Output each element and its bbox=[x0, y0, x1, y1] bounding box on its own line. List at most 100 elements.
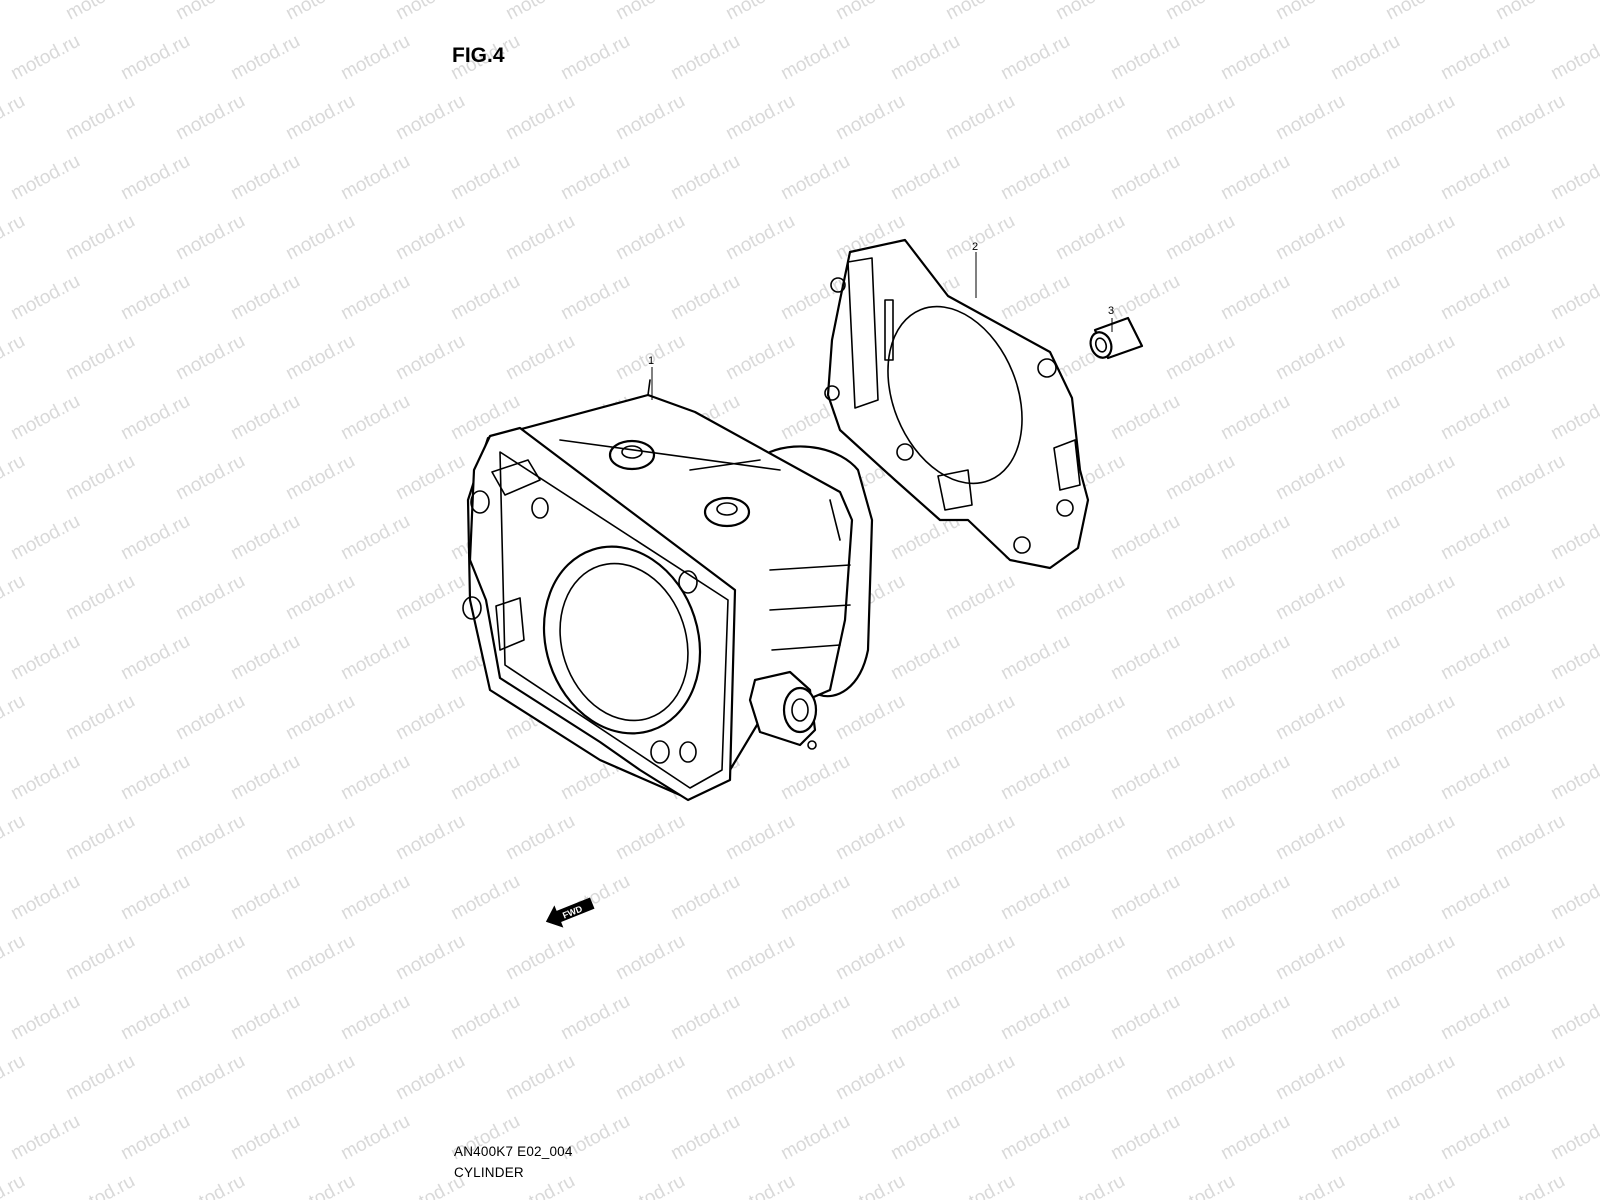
watermark-text: motod.ru bbox=[62, 1171, 138, 1200]
watermark-text: motod.ru bbox=[557, 151, 633, 205]
watermark-text: motod.ru bbox=[62, 1051, 138, 1105]
watermark-text: motod.ru bbox=[1107, 271, 1183, 325]
watermark-text: motod.ru bbox=[392, 451, 468, 505]
watermark-text: motod.ru bbox=[612, 811, 688, 865]
watermark-text: motod.ru bbox=[667, 991, 743, 1045]
watermark-text: motod.ru bbox=[7, 991, 83, 1045]
watermark-text: motod.ru bbox=[117, 871, 193, 925]
watermark-text: motod.ru bbox=[722, 211, 798, 265]
watermark-text: motod.ru bbox=[117, 271, 193, 325]
watermark-text: motod.ru bbox=[1272, 1051, 1348, 1105]
watermark-text: motod.ru bbox=[227, 31, 303, 85]
watermark-text: motod.ru bbox=[7, 871, 83, 925]
gasket-part[interactable] bbox=[824, 238, 1090, 570]
watermark-text: motod.ru bbox=[612, 931, 688, 985]
watermark-text: motod.ru bbox=[392, 331, 468, 385]
watermark-text: motod.ru bbox=[227, 871, 303, 925]
watermark-text: motod.ru bbox=[1272, 931, 1348, 985]
watermark-text: motod.ru bbox=[0, 691, 29, 745]
watermark-text: motod.ru bbox=[172, 211, 248, 265]
watermark-text: motod.ru bbox=[722, 811, 798, 865]
watermark-text: motod.ru bbox=[117, 751, 193, 805]
watermark-text: motod.ru bbox=[502, 811, 578, 865]
watermark-text: motod.ru bbox=[0, 1171, 29, 1200]
watermark-text: motod.ru bbox=[887, 151, 963, 205]
watermark-text: motod.ru bbox=[1547, 751, 1600, 805]
watermark-text: motod.ru bbox=[887, 991, 963, 1045]
watermark-text: motod.ru bbox=[1547, 1111, 1600, 1165]
watermark-text: motod.ru bbox=[282, 0, 358, 24]
watermark-text: motod.ru bbox=[1547, 271, 1600, 325]
watermark-text: motod.ru bbox=[392, 0, 468, 24]
watermark-text: motod.ru bbox=[1327, 991, 1403, 1045]
watermark-text: motod.ru bbox=[1327, 631, 1403, 685]
watermark-text: motod.ru bbox=[227, 391, 303, 445]
watermark-text: motod.ru bbox=[1327, 1111, 1403, 1165]
watermark-text: motod.ru bbox=[1327, 751, 1403, 805]
watermark-text: motod.ru bbox=[1327, 271, 1403, 325]
watermark-text: motod.ru bbox=[1327, 391, 1403, 445]
watermark-text: motod.ru bbox=[62, 571, 138, 625]
watermark-text: motod.ru bbox=[1052, 1171, 1128, 1200]
watermark-text: motod.ru bbox=[172, 1051, 248, 1105]
watermark-text: motod.ru bbox=[1437, 31, 1513, 85]
watermark-text: motod.ru bbox=[667, 31, 743, 85]
watermark-text: motod.ru bbox=[1437, 631, 1513, 685]
callout-1: 1 bbox=[648, 355, 654, 400]
cylinder-part[interactable] bbox=[462, 379, 874, 802]
watermark-text: motod.ru bbox=[1437, 1111, 1513, 1165]
watermark-text: motod.ru bbox=[997, 1111, 1073, 1165]
watermark-text: motod.ru bbox=[1217, 31, 1293, 85]
watermark-text: motod.ru bbox=[1492, 451, 1568, 505]
watermark-text: motod.ru bbox=[0, 0, 29, 24]
watermark-text: motod.ru bbox=[887, 31, 963, 85]
watermark-text: motod.ru bbox=[612, 0, 688, 24]
watermark-text: motod.ru bbox=[832, 91, 908, 145]
watermark-text: motod.ru bbox=[1437, 991, 1513, 1045]
watermark-text: motod.ru bbox=[1547, 991, 1600, 1045]
watermark-text: motod.ru bbox=[1052, 91, 1128, 145]
watermark-text: motod.ru bbox=[502, 1051, 578, 1105]
watermark-text: motod.ru bbox=[832, 811, 908, 865]
callout-3: 3 bbox=[1108, 305, 1114, 332]
watermark-text: motod.ru bbox=[7, 1111, 83, 1165]
watermark-text: motod.ru bbox=[1217, 1111, 1293, 1165]
watermark-text: motod.ru bbox=[282, 91, 358, 145]
watermark-text: motod.ru bbox=[337, 631, 413, 685]
watermark-text: motod.ru bbox=[1107, 631, 1183, 685]
watermark-text: motod.ru bbox=[1437, 391, 1513, 445]
watermark-text: motod.ru bbox=[227, 751, 303, 805]
watermark-text: motod.ru bbox=[557, 991, 633, 1045]
dowel-pin-part[interactable] bbox=[1087, 316, 1144, 361]
watermark-text: motod.ru bbox=[1052, 811, 1128, 865]
watermark-text: motod.ru bbox=[1547, 391, 1600, 445]
watermark-text: motod.ru bbox=[172, 571, 248, 625]
watermark-text: motod.ru bbox=[62, 691, 138, 745]
watermark-text: motod.ru bbox=[722, 91, 798, 145]
watermark-text: motod.ru bbox=[282, 1051, 358, 1105]
watermark-text: motod.ru bbox=[1272, 691, 1348, 745]
watermark-text: motod.ru bbox=[1327, 31, 1403, 85]
callout-1-label: 1 bbox=[648, 355, 654, 367]
watermark-text: motod.ru bbox=[1217, 391, 1293, 445]
watermark-text: motod.ru bbox=[1217, 871, 1293, 925]
watermark-text: motod.ru bbox=[942, 571, 1018, 625]
watermark-text: motod.ru bbox=[172, 1171, 248, 1200]
watermark-text: motod.ru bbox=[1547, 31, 1600, 85]
watermark-text: motod.ru bbox=[722, 1051, 798, 1105]
watermark-text: motod.ru bbox=[1217, 631, 1293, 685]
watermark-text: motod.ru bbox=[227, 991, 303, 1045]
watermark-text: motod.ru bbox=[1382, 451, 1458, 505]
watermark-text: motod.ru bbox=[1492, 571, 1568, 625]
watermark-text: motod.ru bbox=[1162, 571, 1238, 625]
watermark-text: motod.ru bbox=[1382, 91, 1458, 145]
watermark-text: motod.ru bbox=[1547, 631, 1600, 685]
watermark-text: motod.ru bbox=[667, 151, 743, 205]
watermark-text: motod.ru bbox=[1272, 331, 1348, 385]
watermark-text: motod.ru bbox=[502, 211, 578, 265]
watermark-text: motod.ru bbox=[777, 151, 853, 205]
callout-3-label: 3 bbox=[1108, 305, 1114, 317]
watermark-text: motod.ru bbox=[337, 271, 413, 325]
watermark-text: motod.ru bbox=[282, 811, 358, 865]
watermark-text: motod.ru bbox=[1382, 331, 1458, 385]
